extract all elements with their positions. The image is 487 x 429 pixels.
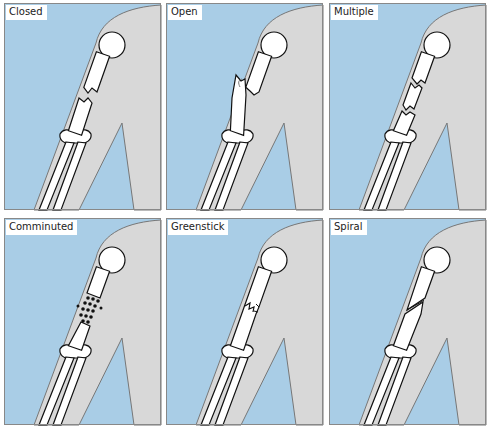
fracture-label: Open	[168, 5, 202, 20]
multiple-panel	[329, 3, 486, 210]
fracture-label: Greenstick	[168, 220, 228, 235]
greenstick-panel	[166, 218, 323, 425]
open-panel	[166, 3, 323, 210]
fracture-label: Multiple	[331, 5, 378, 20]
closed-panel	[4, 3, 161, 210]
spiral-panel	[329, 218, 486, 425]
fracture-label: Closed	[6, 5, 47, 20]
fracture-label: Spiral	[331, 220, 367, 235]
comminuted-panel	[4, 218, 161, 425]
fracture-label: Comminuted	[6, 220, 77, 235]
